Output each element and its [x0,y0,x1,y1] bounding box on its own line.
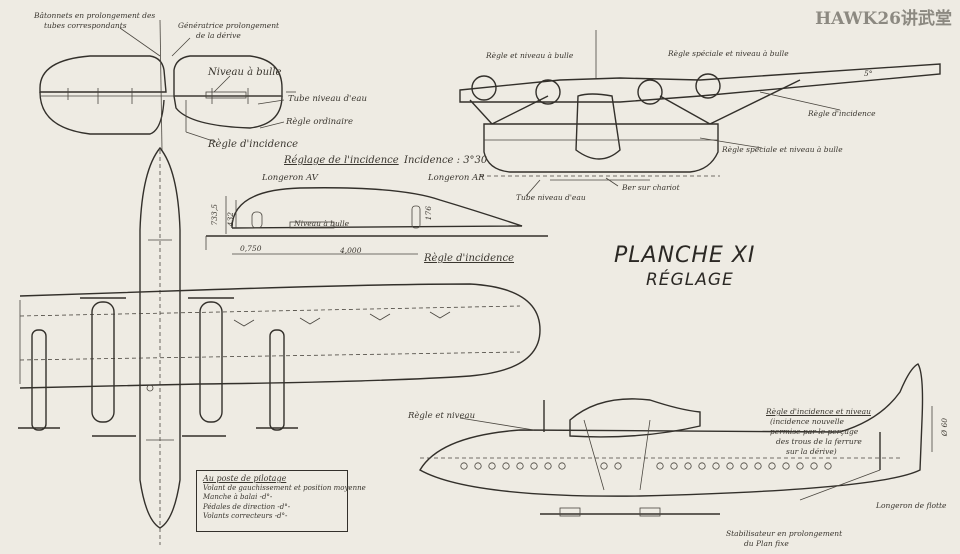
label-front-ber: Ber sur chariot [622,183,680,192]
legend-row: Pédales de direction -d°- [203,502,291,511]
label-reglage-incidence: Réglage de l'incidence [284,155,399,166]
legend-row: Volants correcteurs -d°- [203,512,288,520]
dim-4000: 4,000 [340,246,362,255]
label-batonnets-2: tubes correspondants [44,21,127,30]
label-regle-ordinaire: Règle ordinaire [286,117,354,127]
label-front-regle-speciale2: Règle spéciale et niveau à bulle [722,145,843,154]
cockpit-legend-box: Au poste de pilotage Volant de gauchisse… [196,470,366,532]
label-generatrice-2: de la dérive [196,31,241,40]
label-side-regle-niveau: Règle et niveau [408,411,476,421]
label-side-note2: permise par le perçage [770,427,859,436]
top-left-front-section [39,19,296,151]
legend-row: Volant de gauchissement et position moye… [203,483,366,492]
label-side-note4: sur la dérive) [786,447,837,456]
dim-0750: 0,750 [240,244,262,253]
front-view [459,30,941,181]
label-longeron-ar: Longeron AR [428,173,485,183]
dim-fin: Ø 60 [940,418,949,437]
label-niveau-bulle: Niveau à bulle [208,67,282,78]
airfoil-section [205,187,548,255]
label-front-regle-speciale: Règle spéciale et niveau à bulle [668,49,789,58]
dim-733: 733,5 [210,204,219,226]
leader-lines [119,27,881,501]
plan-view [18,146,541,545]
label-generatrice: Génératrice prolongement [178,21,280,30]
porthole-row [460,462,832,470]
label-front-regle-niveau: Règle et niveau à bulle [486,51,574,60]
dim-432: 432 [226,212,235,227]
label-angle-5: 5° [864,69,873,78]
side-view [419,363,933,517]
label-stabilisateur: Stabilisateur en prolongement [726,529,843,538]
label-front-regle-incidence: Règle d'incidence [808,109,876,118]
label-regle-incidence-mid: Règle d'incidence [424,253,515,264]
label-batonnets: Bâtonnets en prolongement des [34,11,156,20]
label-regle-incidence-left: Règle d'incidence [208,139,299,150]
dim-176: 176 [424,206,433,221]
label-side-regle-incidence: Règle d'incidence et niveau [766,407,871,416]
label-side-note1: (incidence nouvelle [770,417,844,426]
label-side-note3: des trous de la ferrure [776,437,862,446]
label-tube-niveau: Tube niveau d'eau [288,94,367,104]
plate-title: PLANCHE XI [614,243,756,268]
label-longeron-av: Longeron AV [262,173,318,183]
legend-row: Manche à balai -d°- [203,493,273,501]
legend-heading: Au poste de pilotage [203,474,287,483]
label-stabilisateur-2: du Plan fixe [744,539,789,548]
label-niveau-bulle-small: Niveau à bulle [294,219,350,228]
plate-subtitle: RÉGLAGE [646,270,734,290]
label-longeron-cote: Longeron de flotte [876,501,947,510]
label-incidence-value: Incidence : 3°30 [404,155,488,166]
label-front-tube-niveau: Tube niveau d'eau [516,193,586,202]
watermark: HAWK26讲武堂 [815,9,952,29]
